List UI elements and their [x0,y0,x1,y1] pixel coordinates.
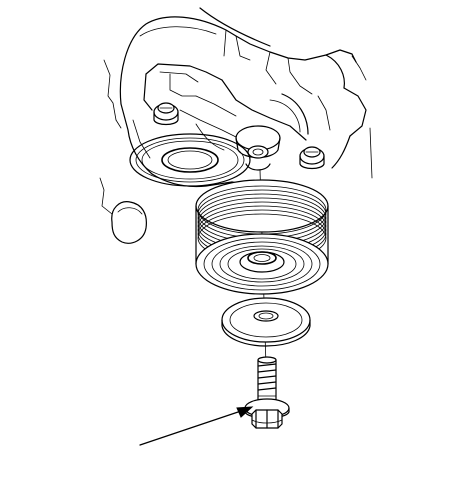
bracket-bolt-right [299,146,325,170]
tensioner-bracket [103,7,373,188]
idler-pulley [195,179,329,295]
pulley-hub-rear [129,133,251,187]
pulley-washer [221,297,311,347]
dowel-knob [99,177,147,244]
flange-bolt [244,356,290,429]
pointer-arrow [139,406,254,446]
bracket-bolt-left [153,102,179,126]
